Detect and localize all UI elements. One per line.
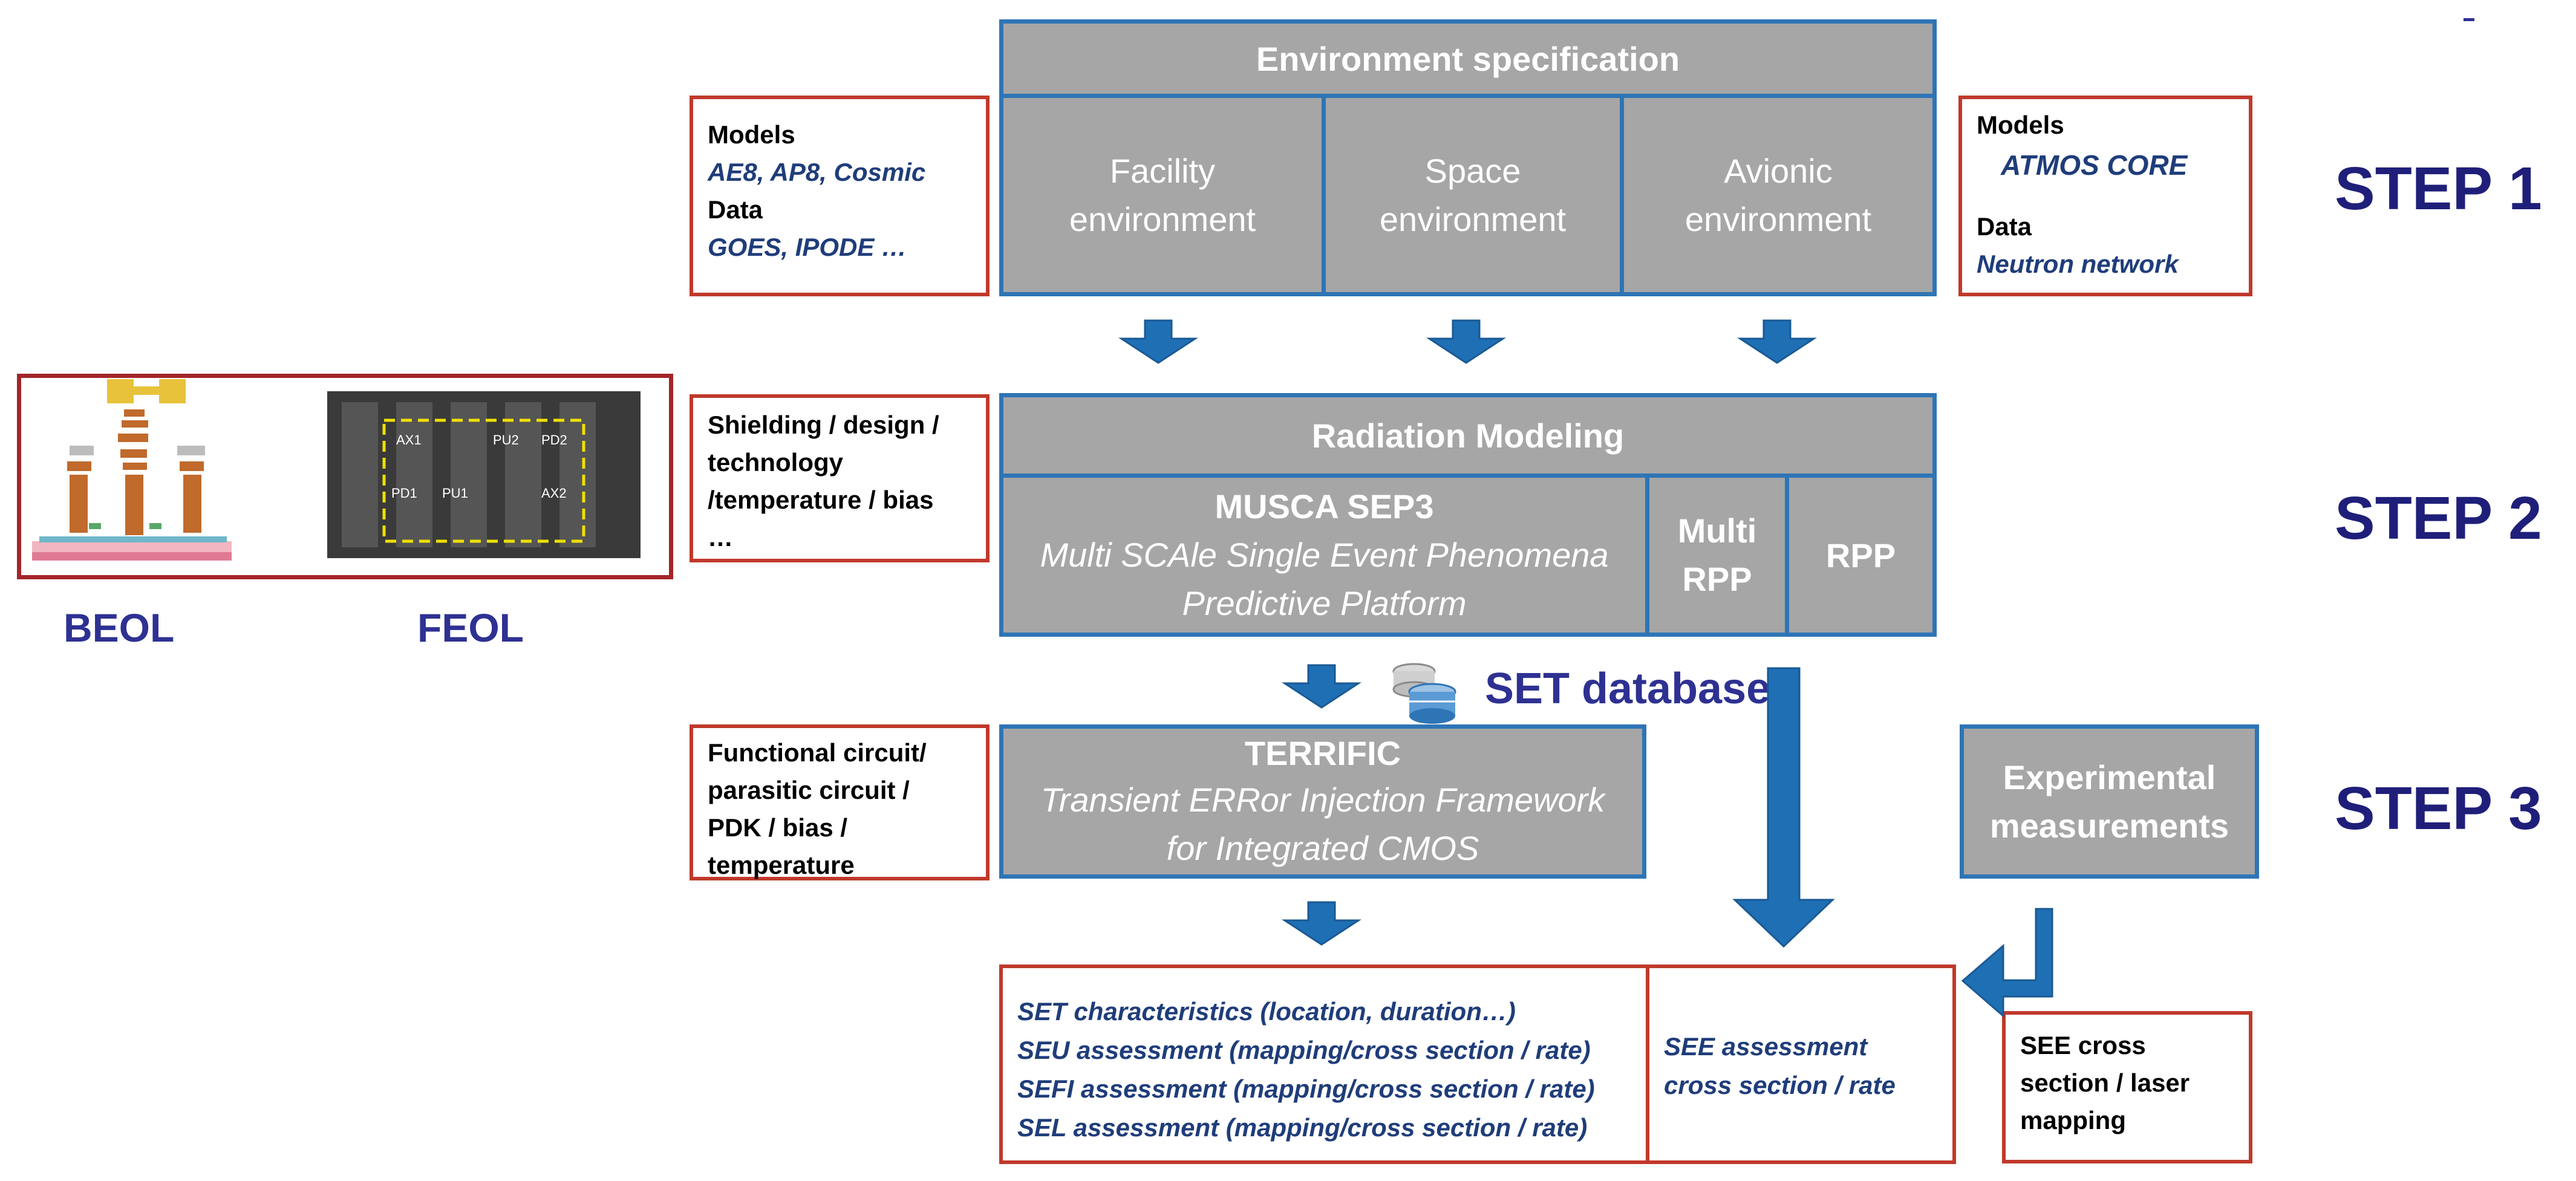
facility-env-cell: Facility environment: [999, 94, 1326, 296]
result-set: SET characteristics (location, duration……: [1017, 997, 1516, 1026]
step3-label: STEP 3: [2335, 775, 2542, 842]
env-spec-title: Environment specification: [1256, 39, 1680, 78]
musca-cell: MUSCA SEP3 Multi SCAle Single Event Phen…: [999, 473, 1649, 637]
data-value: GOES, IPODE …: [708, 233, 907, 261]
arrow-musca-down: [1281, 664, 1362, 709]
shielding-line1: Shielding / design /: [708, 411, 939, 439]
feol-tag-pu2: PU2: [493, 432, 519, 447]
terrific-line1: Transient ERRor Injection Framework: [1040, 780, 1605, 819]
models-label: Models: [1977, 111, 2064, 139]
feol-tag-ax1: AX1: [396, 432, 422, 447]
functional-line4: temperature: [708, 851, 855, 879]
musca-line2: Predictive Platform: [1182, 584, 1467, 622]
avionic-line2: environment: [1684, 200, 1872, 238]
multi-rpp-line1: Multi: [1677, 512, 1757, 550]
rpp-cell: RPP: [1785, 473, 1937, 637]
models-value: AE8, AP8, Cosmic: [708, 158, 926, 186]
functional-line3: PDK / bias /: [708, 813, 848, 842]
results-box-left: SET characteristics (location, duration……: [999, 965, 1649, 1164]
result-sel: SEL assessment (mapping/cross section / …: [1017, 1113, 1588, 1142]
beol-feol-illustration: AX1 PU2 PD2 PD1 PU1 AX2: [32, 379, 641, 561]
terrific-line2: for Integrated CMOS: [1166, 828, 1479, 867]
step1-right-models-box: Models ATMOS CORE Data Neutron network: [1958, 96, 2252, 296]
feol-tag-ax2: AX2: [541, 486, 567, 501]
feol-tag-pd1: PD1: [391, 486, 417, 501]
arrow-facility-down: [1118, 319, 1199, 364]
database-icon: [1392, 663, 1456, 724]
models-value: ATMOS CORE: [2001, 149, 2188, 181]
rpp-label: RPP: [1825, 536, 1896, 574]
data-value: Neutron network: [1977, 250, 2179, 278]
avionic-env-cell: Avionic environment: [1620, 94, 1937, 296]
see-box-line1: SEE cross: [2020, 1031, 2146, 1059]
radiation-modeling-title: Radiation Modeling: [1311, 416, 1625, 455]
data-label: Data: [1977, 212, 2032, 241]
functional-line2: parasitic circuit /: [708, 776, 910, 804]
beol-label: BEOL: [64, 605, 175, 650]
see-box-line3: mapping: [2020, 1106, 2126, 1134]
space-env-cell: Space environment: [1322, 94, 1624, 296]
step2-label: STEP 2: [2335, 484, 2542, 552]
env-spec-header: Environment specification: [999, 19, 1937, 98]
terrific-title: TERRIFIC: [1244, 734, 1401, 772]
feol-tag-pd2: PD2: [541, 432, 567, 447]
arrow-space-down: [1426, 319, 1507, 364]
arrow-avionic-down: [1736, 319, 1818, 364]
facility-line1: Facility: [1109, 151, 1216, 190]
functional-line1: Functional circuit/: [708, 738, 927, 767]
avionic-line1: Avionic: [1724, 151, 1833, 190]
shielding-line4: …: [708, 523, 733, 551]
feol-tag-pu1: PU1: [442, 486, 468, 501]
result-sefi: SEFI assessment (mapping/cross section /…: [1017, 1075, 1595, 1103]
space-line2: environment: [1379, 200, 1567, 238]
step3-left-box: Functional circuit/ parasitic circuit / …: [690, 724, 990, 880]
result-seu: SEU assessment (mapping/cross section / …: [1017, 1036, 1591, 1064]
see-assessment-line1: SEE assessment: [1664, 1032, 1868, 1061]
space-line1: Space: [1424, 151, 1521, 190]
multi-rpp-line2: RPP: [1682, 560, 1752, 598]
arrow-terrific-down: [1281, 901, 1362, 946]
step1-left-models-box: Models AE8, AP8, Cosmic Data GOES, IPODE…: [690, 96, 990, 296]
terrific-box: TERRIFIC Transient ERRor Injection Frame…: [999, 724, 1646, 879]
beol-feol-image-frame: AX1 PU2 PD2 PD1 PU1 AX2: [17, 374, 673, 579]
experimental-line1: Experimental: [2003, 758, 2216, 796]
step1-label: STEP 1: [2335, 155, 2542, 223]
models-label: Models: [708, 120, 795, 149]
see-box-line2: section / laser: [2020, 1069, 2190, 1097]
results-box-right: SEE assessment cross section / rate: [1646, 965, 1956, 1164]
experimental-line2: measurements: [1989, 806, 2229, 845]
step2-left-box: Shielding / design / technology /tempera…: [690, 394, 990, 562]
feol-micrograph-image: AX1 PU2 PD2 PD1 PU1 AX2: [327, 391, 641, 558]
shielding-line2: technology: [708, 448, 844, 477]
beol-stack-image: [32, 379, 232, 561]
arrow-rpp-to-results: [1732, 667, 1835, 948]
musca-title: MUSCA SEP3: [1215, 487, 1434, 525]
experimental-box: Experimental measurements: [1960, 724, 2259, 879]
shielding-line3: /temperature / bias: [708, 486, 934, 514]
see-cross-section-box: SEE cross section / laser mapping: [2002, 1011, 2252, 1163]
feol-label: FEOL: [417, 605, 524, 650]
facility-line2: environment: [1069, 200, 1256, 238]
musca-line1: Multi SCAle Single Event Phenomena: [1040, 536, 1609, 574]
see-assessment-line2: cross section / rate: [1664, 1071, 1896, 1099]
data-label: Data: [708, 195, 763, 224]
arrow-experimental-bent: [1961, 908, 2053, 1018]
set-database-label: SET database: [1485, 665, 1771, 713]
corner-mark: [2464, 18, 2474, 21]
